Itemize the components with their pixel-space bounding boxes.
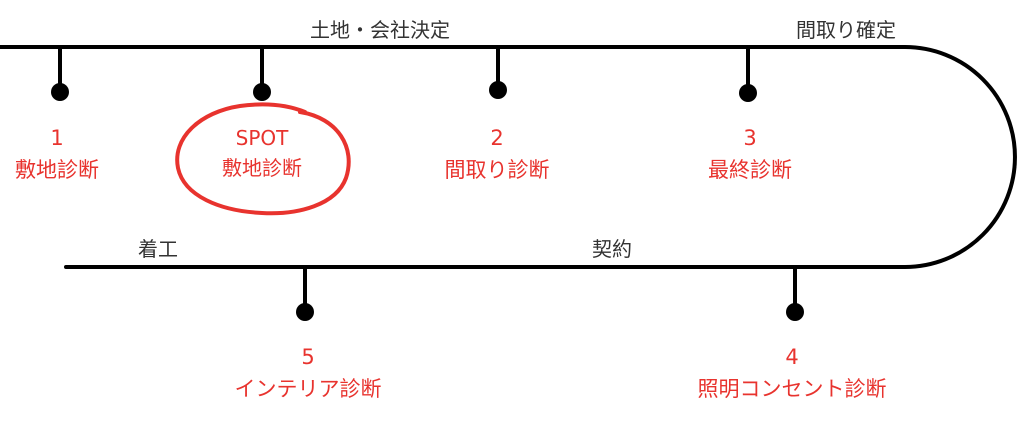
milestone-4 bbox=[786, 267, 804, 321]
spot-highlight-circle bbox=[175, 102, 351, 216]
step-number: 5 bbox=[301, 345, 315, 369]
step-name: 敷地診断 bbox=[222, 156, 302, 180]
milestone-1 bbox=[51, 47, 69, 101]
milestone-2 bbox=[489, 47, 507, 99]
step-4: 4 照明コンセント診断 bbox=[698, 342, 887, 405]
step-name: 最終診断 bbox=[708, 157, 792, 182]
step-3: 3 最終診断 bbox=[708, 123, 792, 186]
step-number: 3 bbox=[743, 126, 757, 150]
step-number: 2 bbox=[490, 126, 504, 150]
phase-label-floor-plan: 間取り確定 bbox=[796, 18, 896, 42]
milestone-5 bbox=[296, 267, 314, 321]
step-name: インテリア診断 bbox=[234, 376, 382, 401]
step-number: 4 bbox=[785, 345, 799, 369]
step-5: 5 インテリア診断 bbox=[235, 342, 382, 405]
step-name: 照明コンセント診断 bbox=[697, 376, 887, 401]
phase-label-contract: 契約 bbox=[592, 237, 632, 261]
step-number: SPOT bbox=[235, 126, 289, 150]
timeline-track bbox=[0, 45, 1017, 269]
step-spot: SPOT 敷地診断 bbox=[222, 123, 302, 183]
step-2: 2 間取り診断 bbox=[445, 123, 550, 186]
milestone-spot bbox=[253, 47, 271, 101]
step-name: 敷地診断 bbox=[15, 157, 99, 182]
phase-label-land-company: 土地・会社決定 bbox=[310, 18, 450, 42]
step-number: 1 bbox=[50, 126, 64, 150]
phase-label-construction: 着工 bbox=[138, 237, 178, 261]
step-1: 1 敷地診断 bbox=[15, 123, 99, 186]
milestone-3 bbox=[739, 47, 757, 102]
step-name: 間取り診断 bbox=[444, 157, 550, 182]
